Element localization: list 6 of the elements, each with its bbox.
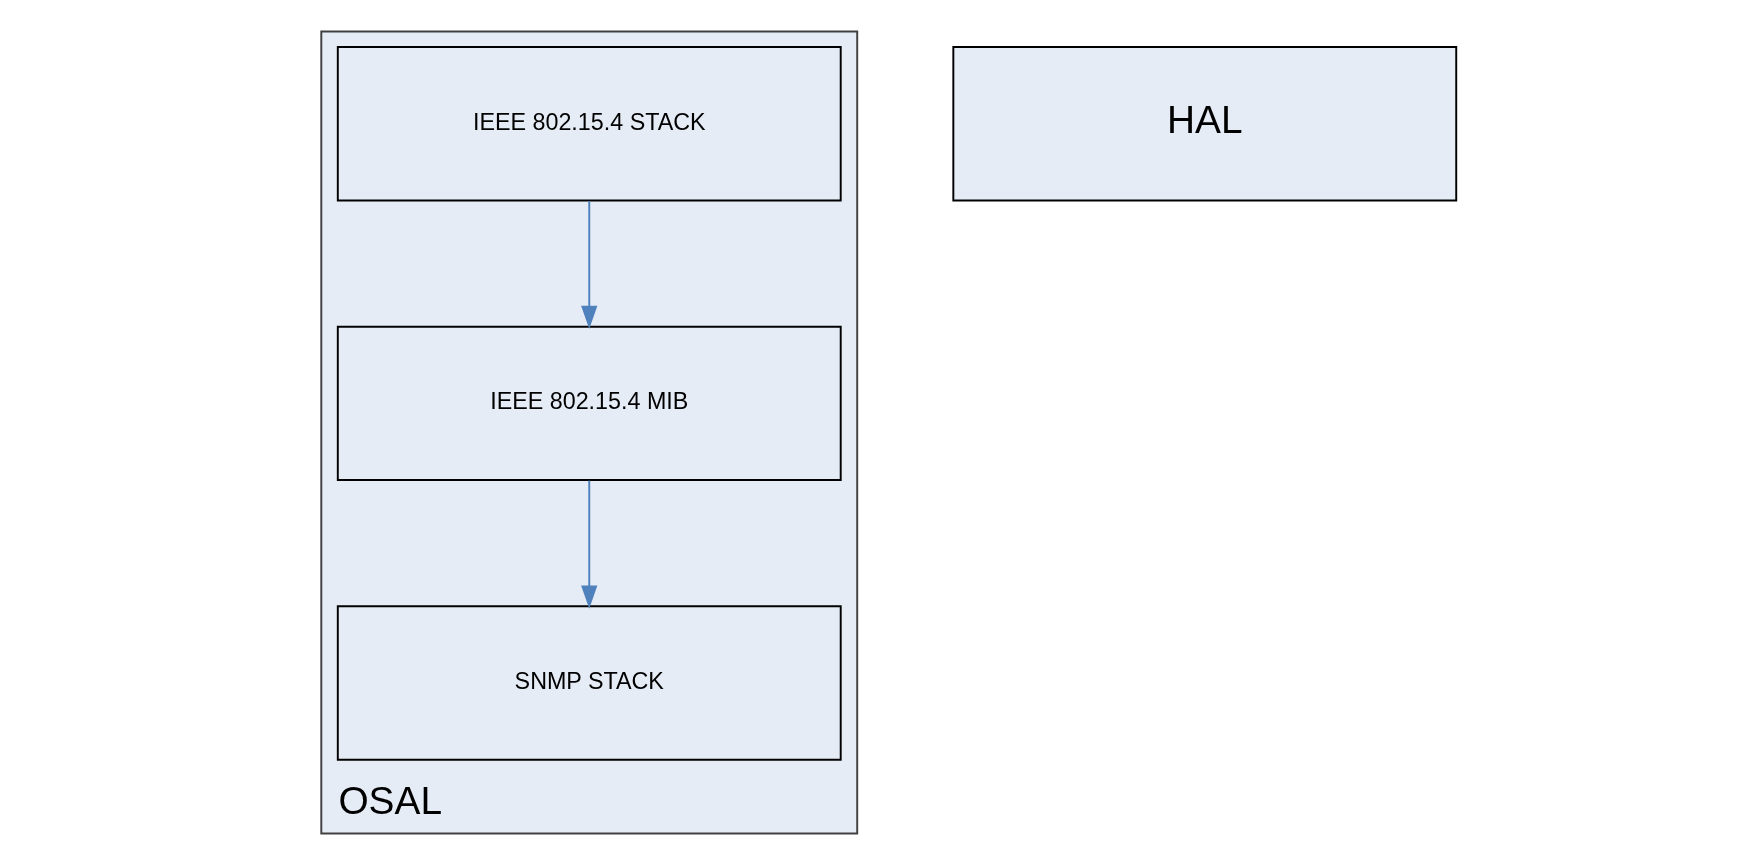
node-box: HAL [952, 46, 1458, 202]
arrow [581, 200, 598, 330]
node-box: SNMP STACK [336, 605, 842, 761]
node-box: IEEE 802.15.4 MIB [336, 325, 842, 482]
node-box: IEEE 802.15.4 STACK [336, 46, 842, 202]
arrow [581, 479, 598, 609]
